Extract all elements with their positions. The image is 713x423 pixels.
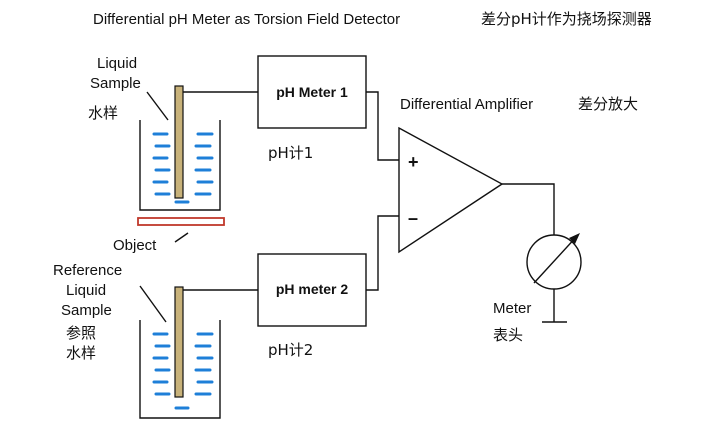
reference-label-line3: Sample — [61, 302, 112, 319]
meter-needle-arrow-icon — [569, 233, 580, 244]
ph-meter-2-label-cn: pH计2 — [268, 341, 313, 359]
meter-label: Meter — [493, 300, 531, 317]
reference-label-cn-line1: 参照 — [66, 324, 96, 342]
sample-pointer-line — [146, 91, 169, 121]
sample-beaker — [139, 120, 221, 211]
reference-pointer-line — [139, 285, 167, 323]
wire-meter2-amp-minus — [366, 215, 399, 291]
object-plate — [137, 217, 225, 226]
amplifier-label: Differential Amplifier — [400, 96, 533, 113]
sample-label-line2: Sample — [90, 75, 141, 92]
reference-electrode — [174, 286, 184, 398]
title-cn: 差分pH计作为挠场探测器 — [481, 10, 652, 28]
meter-label-cn: 表头 — [493, 326, 523, 344]
meter-needle — [533, 234, 579, 284]
sample-electrode — [174, 85, 184, 199]
ph-meter-2-label: pH meter 2 — [276, 281, 349, 297]
sample-beaker-outline — [139, 120, 221, 211]
amplifier-plus-sign: + — [408, 152, 419, 172]
sample-label-cn: 水样 — [88, 104, 118, 122]
amplifier-label-cn: 差分放大 — [578, 95, 638, 113]
wire-amp-meter — [502, 183, 555, 235]
amplifier-minus-sign: – — [408, 208, 418, 228]
reference-beaker — [139, 320, 221, 419]
reference-beaker-outline — [139, 320, 221, 419]
title-en: Differential pH Meter as Torsion Field D… — [93, 11, 400, 28]
amplifier-triangle — [398, 126, 504, 254]
reference-liquid — [152, 332, 214, 410]
sample-label-line1: Liquid — [97, 55, 137, 72]
reference-label-line2: Liquid — [66, 282, 106, 299]
object-label: Object — [113, 237, 157, 254]
object-pointer-line — [174, 232, 189, 243]
reference-label-cn-line2: 水样 — [66, 344, 96, 362]
sample-liquid — [152, 132, 214, 204]
wire-meter1-amp-plus — [366, 91, 399, 161]
ph-meter-1-label-cn: pH计1 — [268, 144, 313, 162]
ph-meter-1-label: pH Meter 1 — [276, 84, 348, 100]
reference-label-line1: Reference — [53, 262, 122, 279]
